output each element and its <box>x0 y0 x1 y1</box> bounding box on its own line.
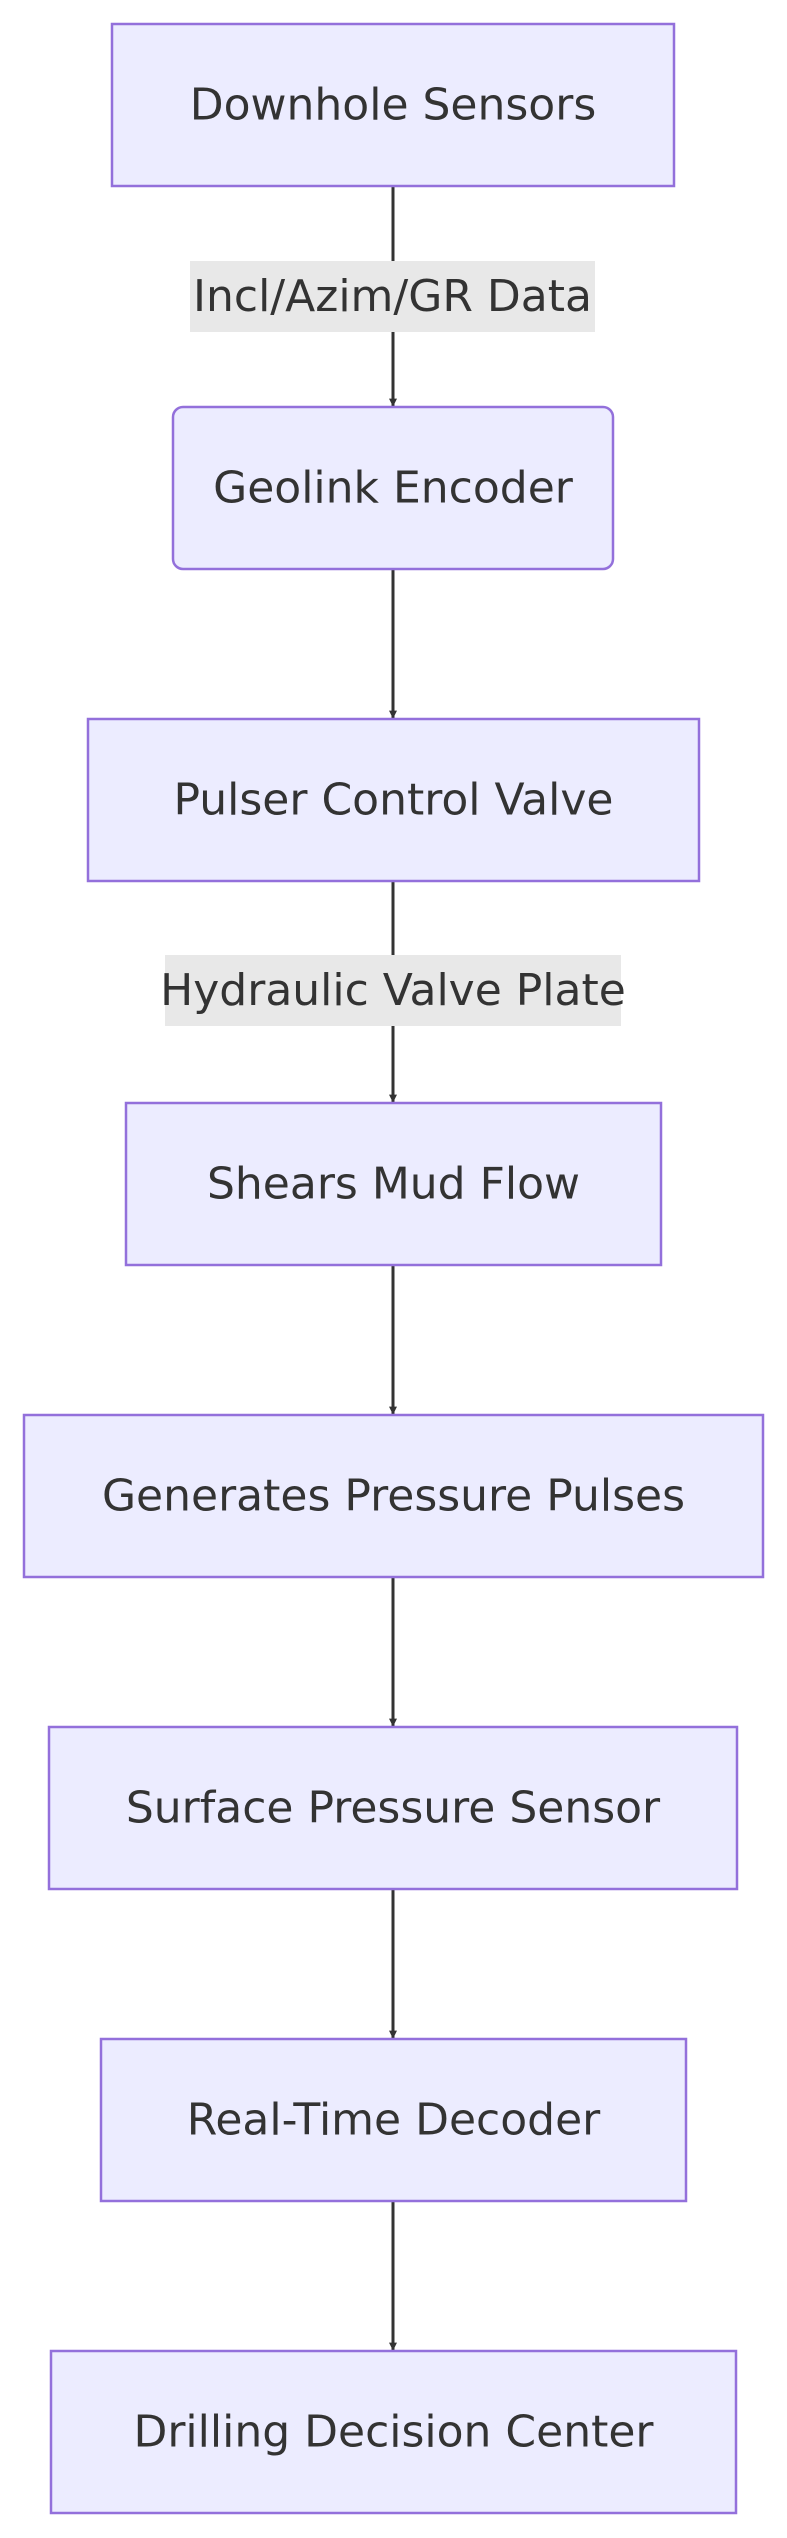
edge-label-text: Hydraulic Valve Plate <box>160 965 626 1016</box>
node-label: Real-Time Decoder <box>187 2095 601 2146</box>
node-downhole-sensors: Downhole Sensors <box>110 22 676 188</box>
node-geolink-encoder: Geolink Encoder <box>171 405 615 571</box>
node-label: Generates Pressure Pulses <box>102 1471 685 1522</box>
edge-label-background <box>165 955 621 1026</box>
node-label: Downhole Sensors <box>190 80 597 131</box>
node-box <box>110 22 676 188</box>
node-label: Surface Pressure Sensor <box>126 1783 661 1834</box>
node-label: Pulser Control Valve <box>174 775 614 826</box>
node-pulser-control-valve: Pulser Control Valve <box>86 717 701 883</box>
node-label: Geolink Encoder <box>213 463 574 514</box>
node-drilling-decision-center: Drilling Decision Center <box>49 2349 738 2515</box>
node-box <box>124 1101 663 1267</box>
node-generates-pressure-pulses: Generates Pressure Pulses <box>22 1413 765 1579</box>
node-box <box>99 2037 688 2203</box>
node-real-time-decoder: Real-Time Decoder <box>99 2037 688 2203</box>
node-box <box>171 405 615 571</box>
edge-label: Incl/Azim/GR Data <box>190 261 595 332</box>
node-box <box>22 1413 765 1579</box>
node-surface-pressure-sensor: Surface Pressure Sensor <box>47 1725 739 1891</box>
node-box <box>49 2349 738 2515</box>
edge-label-background <box>190 261 595 332</box>
edge-label-text: Incl/Azim/GR Data <box>193 271 592 322</box>
node-shears-mud-flow: Shears Mud Flow <box>124 1101 663 1267</box>
node-box <box>47 1725 739 1891</box>
node-label: Drilling Decision Center <box>133 2407 654 2458</box>
node-label: Shears Mud Flow <box>207 1159 580 1210</box>
node-box <box>86 717 701 883</box>
edge-label: Hydraulic Valve Plate <box>160 955 626 1026</box>
